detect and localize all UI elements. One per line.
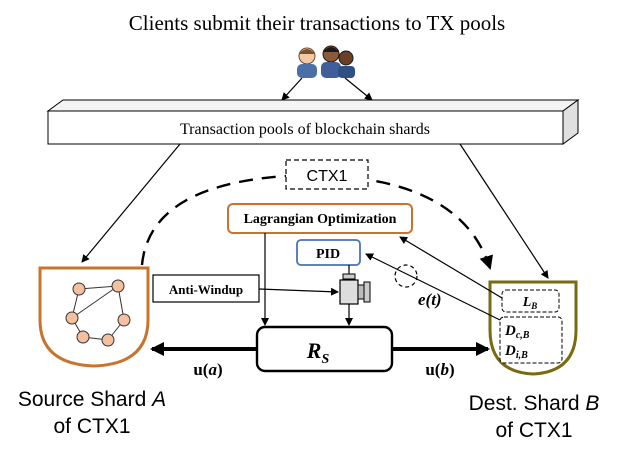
lagrangian-label: Lagrangian Optimization bbox=[244, 212, 397, 227]
antiwindup-label: Anti-Windup bbox=[169, 282, 243, 297]
valve-icon bbox=[339, 265, 371, 305]
dest-shard-label: Dest. Shard B bbox=[469, 392, 600, 415]
pid-box bbox=[296, 239, 361, 266]
diagram-title: Clients submit their transactions to TX … bbox=[129, 11, 505, 35]
dcb-label: Dc,B bbox=[504, 323, 530, 341]
source-shard-shield bbox=[38, 266, 150, 368]
ctx-label: CTX1 bbox=[307, 168, 348, 185]
source-shard-label: Source Shard A bbox=[18, 388, 166, 411]
flow-right-label: u(b) bbox=[425, 360, 454, 379]
ctx-dashed-arc bbox=[140, 173, 493, 270]
transaction-pool-label: Transaction pools of blockchain shards bbox=[180, 121, 430, 138]
lb-box bbox=[501, 289, 560, 313]
dib-label: Di,B bbox=[504, 343, 528, 361]
ctx-box bbox=[285, 159, 369, 190]
flow-left-label: u(a) bbox=[193, 360, 222, 379]
dest-shard-sublabel: of CTX1 bbox=[495, 419, 572, 442]
lagrangian-box bbox=[227, 203, 413, 234]
lb-label: LB bbox=[522, 295, 538, 311]
shard-network-icon bbox=[65, 279, 131, 347]
error-label: e(t) bbox=[418, 290, 442, 309]
feedback-loop-circle bbox=[394, 264, 418, 288]
d-box bbox=[499, 316, 563, 364]
antiwindup-box bbox=[152, 274, 260, 303]
clients-icon bbox=[297, 45, 355, 78]
rs-label: RS bbox=[306, 338, 330, 367]
transaction-pool-bar bbox=[46, 99, 580, 145]
source-shard-sublabel: of CTX1 bbox=[53, 415, 130, 438]
pid-label: PID bbox=[316, 247, 340, 262]
